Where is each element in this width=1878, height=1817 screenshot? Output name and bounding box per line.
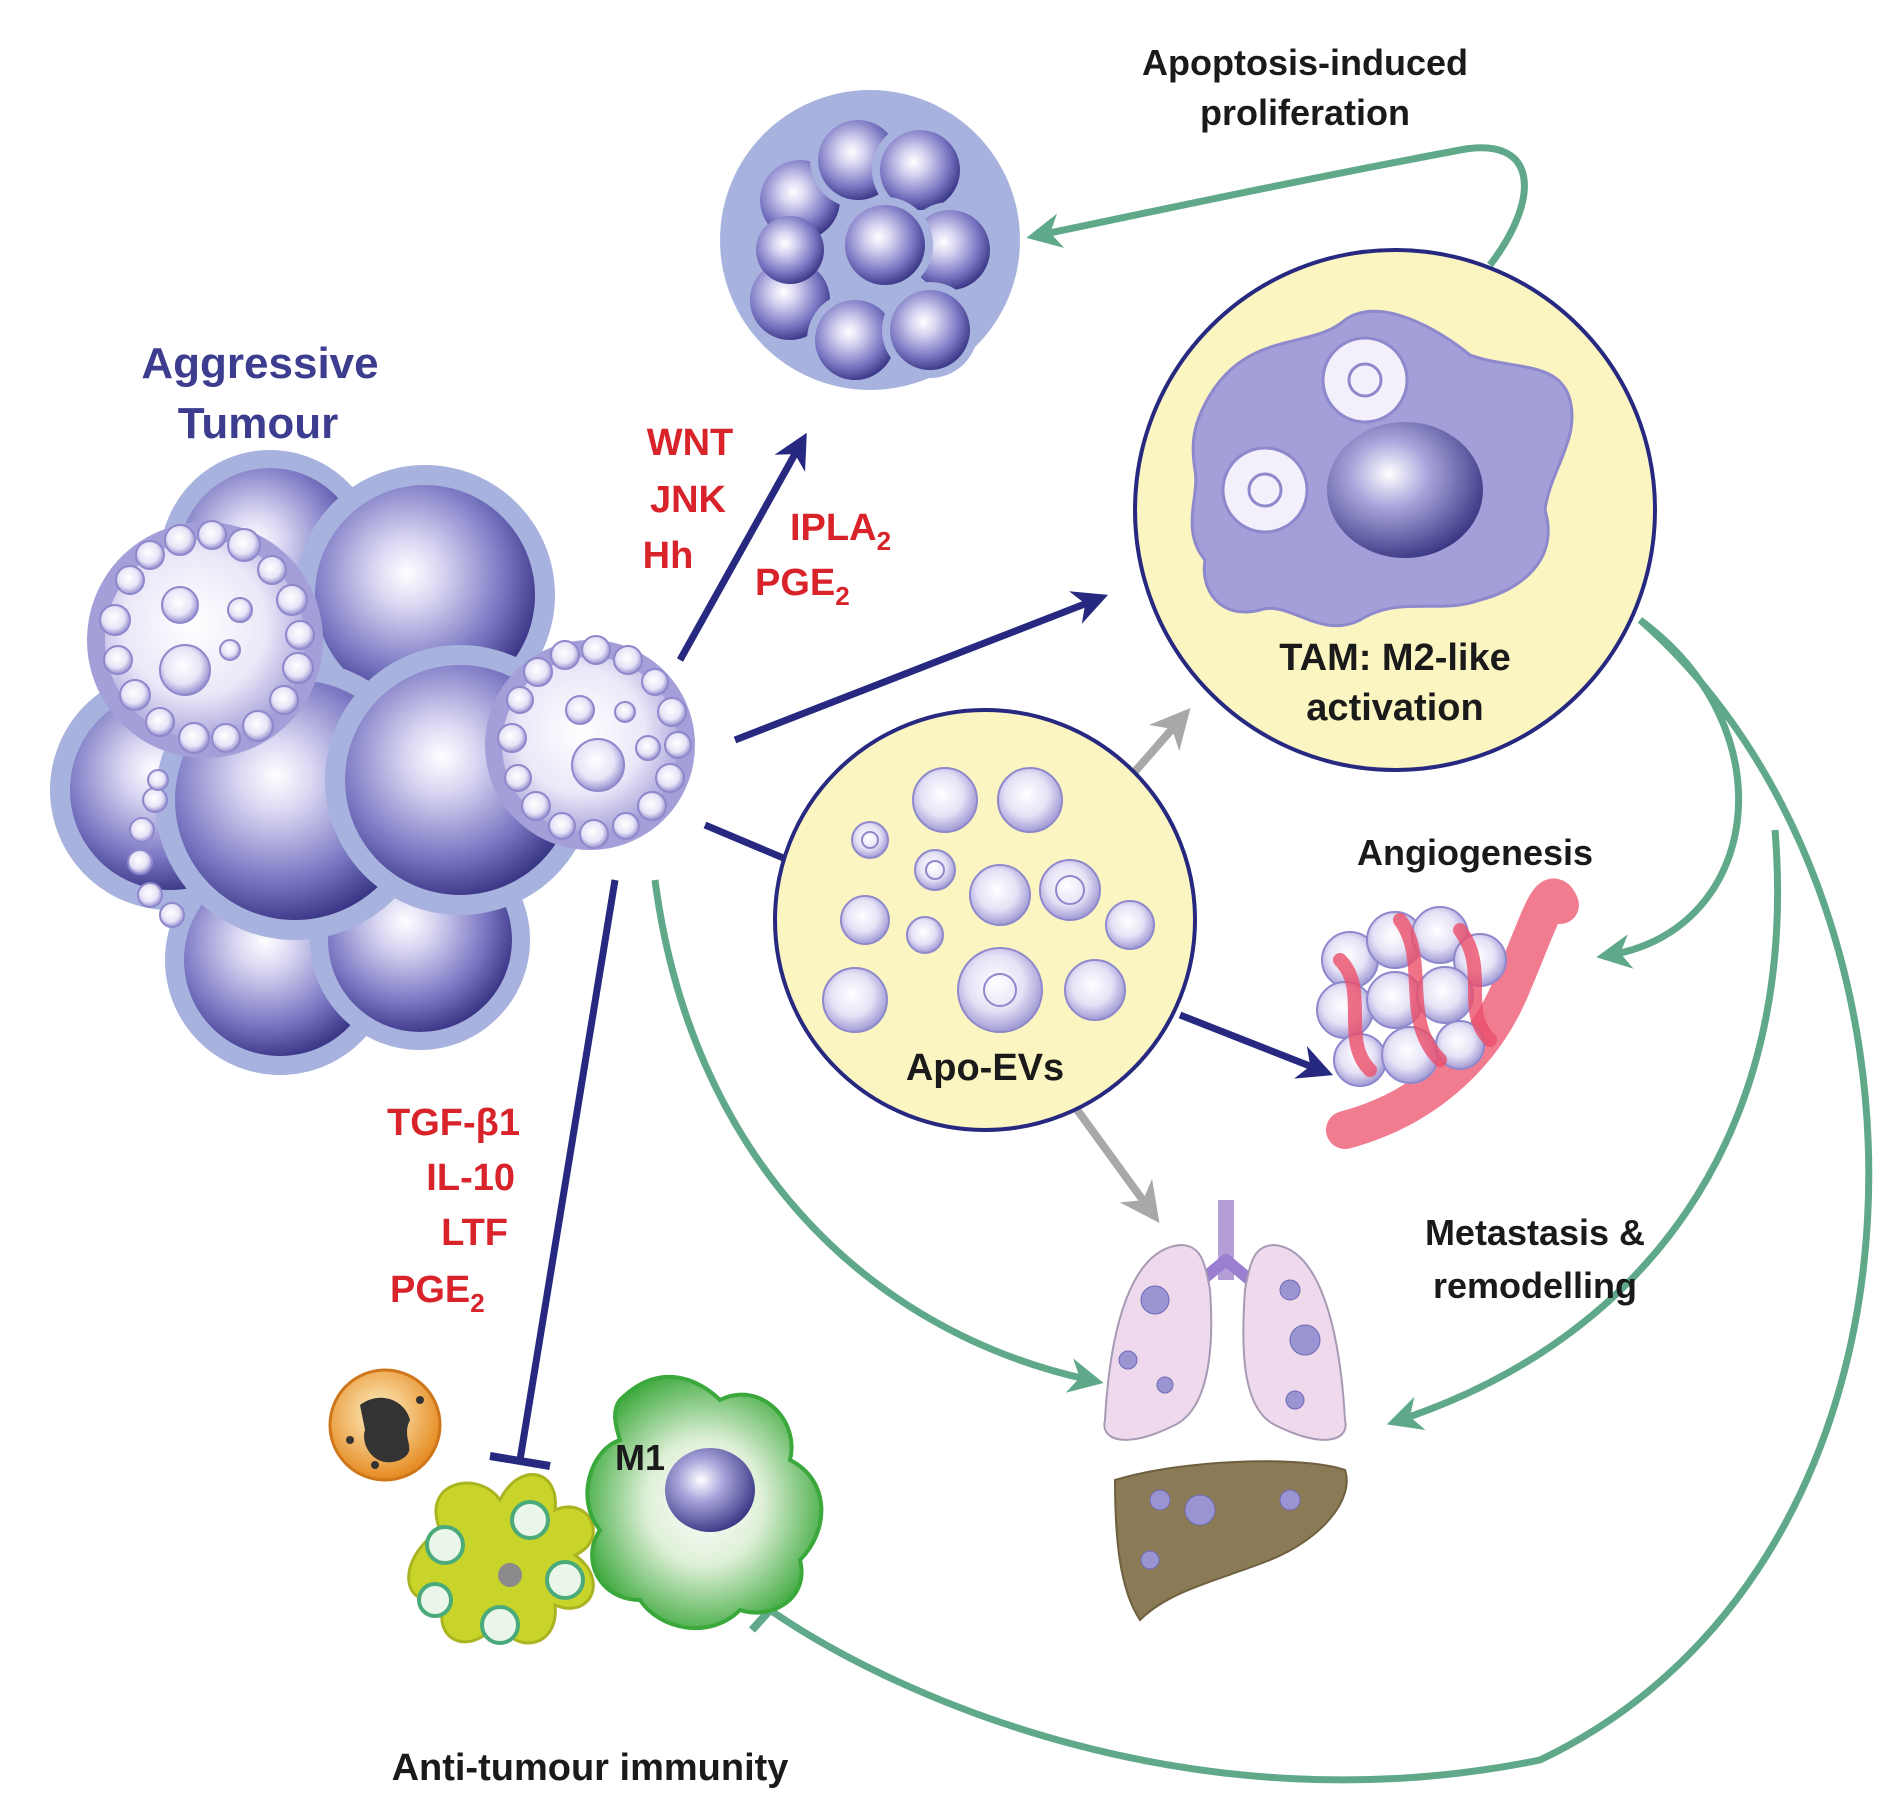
apo-evs-label: Apo-EVs: [906, 1047, 1064, 1089]
liver: [1113, 1460, 1348, 1622]
factor-ipla2: IPLA2: [790, 507, 891, 556]
arrow-tumour-to-tam: [733, 591, 1109, 744]
blue-arrows: [489, 432, 1334, 1470]
inhibit-bar-blue: [489, 1452, 551, 1470]
tam-title-line2: activation: [1306, 687, 1483, 729]
factor-ltf: LTF: [441, 1212, 508, 1254]
anti-tumour-label: Anti-tumour immunity: [392, 1747, 789, 1789]
tam-title-line1: TAM: M2-like: [1279, 637, 1511, 679]
m1-label: M1: [615, 1437, 665, 1478]
factors-proliferation-left: WNT JNK Hh: [643, 422, 734, 577]
apoptotic-cell-right: [485, 635, 695, 850]
tumour-title-line2: Tumour: [178, 399, 339, 448]
arrow-tam-to-proliferation: [1026, 144, 1528, 268]
green-arrows: [651, 144, 1873, 1784]
factor-wnt: WNT: [647, 422, 734, 464]
tam-panel: TAM: M2-like activation: [1133, 248, 1657, 772]
inhibit-tumour-to-immunity: [516, 879, 619, 1461]
arrow-evs-to-angiogenesis: [1178, 1011, 1334, 1079]
apo-evs-panel: Apo-EVs: [773, 708, 1197, 1132]
factor-pge2-top: PGE2: [755, 562, 850, 611]
metastasis-illustration: Metastasis & remodelling: [1103, 1200, 1645, 1622]
factors-proliferation-right: IPLA2 PGE2: [755, 507, 891, 611]
blood-vessel: [1326, 878, 1579, 1149]
arrow-tam-to-metastasis: [1386, 829, 1782, 1430]
factors-immunity: TGF-β1 IL-10 LTF PGE2: [387, 1102, 520, 1318]
metastasis-title-line1: Metastasis &: [1425, 1212, 1645, 1253]
metastasis-title-line2: remodelling: [1433, 1265, 1637, 1306]
factor-jnk: JNK: [650, 479, 727, 521]
proliferating-cluster: [720, 90, 1020, 390]
factor-il-10: IL-10: [426, 1157, 515, 1199]
factor-pge2-bottom: PGE2: [390, 1269, 485, 1318]
anti-tumour-immunity: M1 Anti-tumour immunity: [328, 1368, 824, 1789]
factor-hh: Hh: [643, 535, 694, 577]
angiogenesis-illustration: Angiogenesis: [1316, 832, 1593, 1149]
dendritic-cell: [407, 1473, 595, 1645]
arrow-evs-to-metastasis: [1066, 1097, 1160, 1223]
m1-macrophage: M1: [585, 1374, 824, 1631]
factor-tgf-b1: TGF-β1: [387, 1102, 520, 1144]
proliferation-title-line1: Apoptosis-induced: [1142, 42, 1468, 83]
inhibit-tam-to-immunity: [768, 617, 1873, 1784]
apoptotic-cell-left: [87, 520, 323, 928]
neutrophil: [328, 1368, 442, 1482]
arrow-tumour-to-metastasis: [651, 879, 1104, 1393]
angiogenesis-label: Angiogenesis: [1357, 832, 1593, 873]
aggressive-tumour: Aggressive Tumour: [50, 339, 695, 1075]
tumour-cell-cluster: [50, 450, 595, 1075]
tam-phagosome: [1221, 336, 1409, 534]
arrow-tumour-to-proliferation: [676, 432, 807, 662]
proliferation-title-line2: proliferation: [1200, 92, 1410, 133]
tam-nucleus: [1327, 422, 1483, 558]
tumour-title-line1: Aggressive: [141, 339, 378, 388]
arrow-tam-to-angiogenesis: [1596, 617, 1743, 969]
lungs: [1103, 1200, 1347, 1441]
